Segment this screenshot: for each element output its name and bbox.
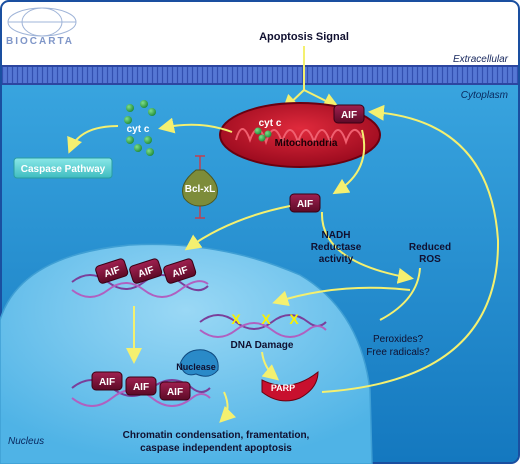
biocarta-logo: BIOCARTA	[6, 7, 77, 47]
ros-line1: Reduced	[409, 242, 451, 253]
dna-strand-damage	[199, 314, 327, 338]
caspase-label: Caspase Pathway	[21, 164, 106, 175]
caspase-pathway-box: Caspase Pathway	[13, 157, 113, 179]
nadh-line2: Reductase	[311, 242, 362, 253]
arrow-to-dna-damage	[272, 286, 411, 307]
svg-text:AIF: AIF	[297, 199, 313, 210]
bclxl-label: Bcl-xL	[185, 184, 216, 195]
plasma-membrane	[2, 66, 518, 84]
arrow-to-outcome	[219, 391, 237, 423]
nadh-line3: activity	[319, 254, 354, 265]
dna-damage-label: DNA Damage	[231, 340, 294, 351]
arrow-aif-to-nucleus	[184, 205, 291, 251]
aif-chromatin-2: AIF	[125, 376, 157, 396]
peroxides-line1: Peroxides?	[373, 334, 423, 345]
mito-cytc-label: cyt c	[259, 118, 282, 129]
cytc-label: cyt c	[127, 124, 150, 135]
aif-chromatin-1: AIF	[91, 371, 123, 391]
cytoplasm-label: Cytoplasm	[461, 90, 508, 101]
ros-line2: ROS	[419, 254, 441, 265]
parp: PARP	[261, 370, 319, 402]
aif-cytoplasm: AIF	[289, 193, 321, 213]
parp-label: PARP	[271, 383, 295, 393]
svg-text:AIF: AIF	[341, 110, 357, 121]
svg-text:AIF: AIF	[137, 265, 156, 280]
logo-text: BIOCARTA	[6, 36, 74, 47]
peroxides-line2: Free radicals?	[366, 347, 430, 358]
dna-damage-mark-2: X	[261, 311, 271, 327]
arrow-aif-to-ros	[320, 211, 414, 284]
nucleus-label: Nucleus	[8, 436, 44, 447]
signal-arrow-aif	[303, 89, 340, 108]
apoptosis-signal-label: Apoptosis Signal	[259, 31, 349, 43]
arrow-parp-to-mito	[321, 104, 500, 393]
svg-text:AIF: AIF	[133, 382, 149, 393]
svg-text:AIF: AIF	[99, 377, 115, 388]
arrow-dna-to-parp	[261, 351, 280, 381]
aif-mito: AIF	[333, 104, 365, 124]
nuclease-label: Nuclease	[176, 362, 216, 372]
aif-nuclear-2: AIF	[129, 258, 163, 284]
cytc-cluster: cyt c	[124, 100, 156, 156]
dna-damage-mark-3: X	[289, 311, 299, 327]
outcome-line2: caspase independent apoptosis	[140, 443, 292, 454]
arrow-mito-to-cytc	[158, 117, 233, 134]
extracellular-label: Extracellular	[453, 54, 509, 65]
svg-text:AIF: AIF	[103, 265, 122, 280]
extracellular-region	[0, 0, 520, 70]
svg-text:AIF: AIF	[167, 387, 183, 398]
arrow-mito-to-aif	[332, 129, 366, 195]
dna-damage-mark-1: X	[231, 311, 241, 327]
bclxl: Bcl-xL	[182, 155, 218, 219]
outcome-line1: Chromatin condensation, framentation,	[123, 430, 310, 441]
aif-chromatin-3: AIF	[159, 381, 191, 401]
nadh-line1: NADH	[322, 230, 351, 241]
aif-nuclear-3: AIF	[163, 258, 197, 284]
nuclease: Nuclease	[176, 349, 219, 377]
svg-text:AIF: AIF	[171, 265, 190, 280]
arrow-ros-peroxides	[379, 267, 421, 321]
aif-nuclear-1: AIF	[95, 258, 129, 284]
mitochondria-label: Mitochondria	[275, 138, 338, 149]
arrow-cytc-to-caspase	[67, 125, 119, 154]
